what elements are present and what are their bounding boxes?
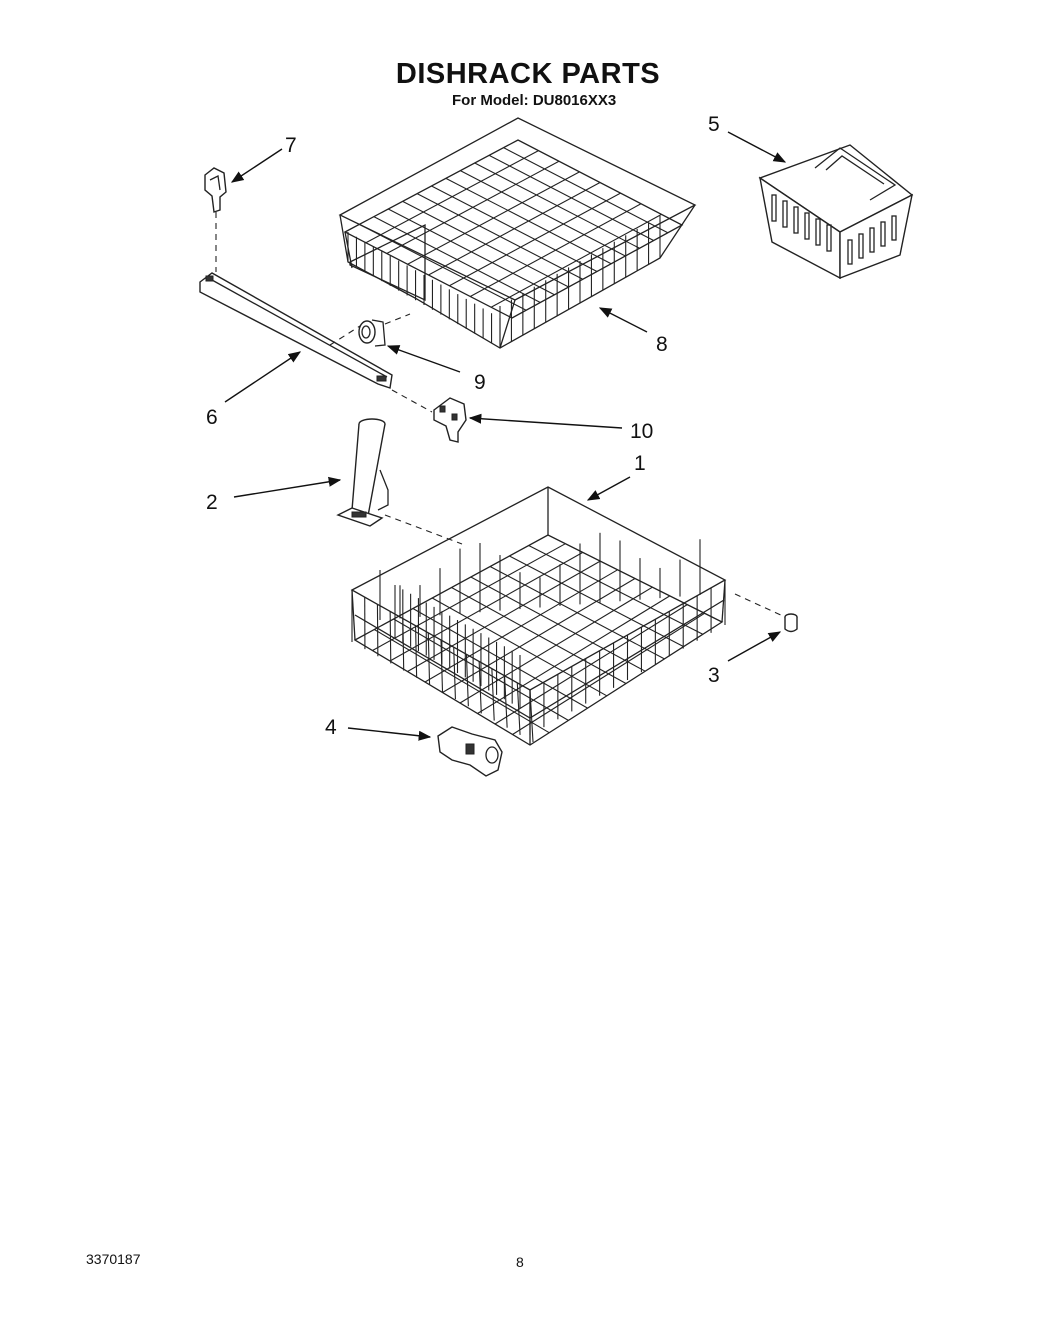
callout-4: 4: [325, 716, 337, 739]
lower-rack: [350, 486, 727, 746]
model-subtitle: For Model: DU8016XX3: [452, 92, 617, 109]
rack-clip: [204, 167, 227, 213]
callout-labels: 1 2 3 4 5 6 7 8 9 10: [206, 113, 720, 739]
rack-rail: [199, 272, 393, 389]
leader-arrows: [224, 131, 787, 741]
rack-roller: [358, 319, 386, 347]
page-title: DISHRACK PARTS: [395, 58, 661, 90]
callout-6: 6: [206, 406, 218, 429]
document-number: 3370187: [86, 1251, 141, 1267]
assembly-lines: [215, 212, 786, 618]
callout-9: 9: [474, 371, 486, 394]
callout-7: 7: [285, 134, 297, 157]
callout-1: 1: [634, 452, 646, 475]
water-tube: [336, 418, 389, 527]
callout-5: 5: [708, 113, 720, 136]
upper-rack: [338, 117, 697, 349]
rack-wheel: [784, 613, 798, 633]
rack-stop: [433, 397, 467, 443]
rack-adjuster: [437, 726, 503, 777]
callout-8: 8: [656, 333, 668, 356]
callout-3: 3: [708, 664, 720, 687]
callout-2: 2: [206, 491, 218, 514]
callout-10: 10: [630, 420, 653, 443]
silverware-basket: [758, 144, 914, 280]
page-number: 8: [516, 1254, 524, 1270]
